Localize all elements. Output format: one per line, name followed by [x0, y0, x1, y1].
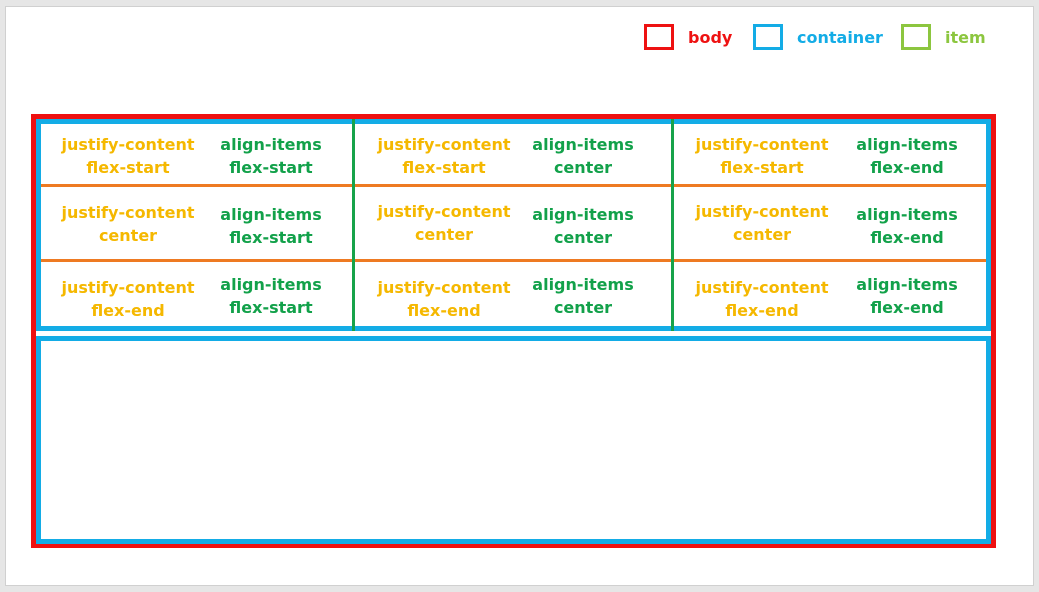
align-label-r2-c1: align-items flex-start — [210, 203, 332, 249]
body-box — [31, 114, 996, 548]
align-value: flex-start — [229, 298, 313, 317]
legend-swatch-body — [644, 24, 674, 50]
container-box-bottom — [36, 336, 991, 544]
align-label-r2-c2: align-items center — [522, 203, 644, 249]
legend-entry-container: container — [753, 24, 883, 50]
justify-value: flex-start — [86, 158, 170, 177]
row-divider-1 — [41, 184, 986, 187]
column-divider-2 — [671, 119, 674, 331]
align-property: align-items — [532, 205, 634, 224]
justify-label-r1-c2: justify-content flex-start — [374, 133, 514, 179]
justify-property: justify-content — [695, 135, 829, 154]
justify-label-r1-c1: justify-content flex-start — [58, 133, 198, 179]
align-label-r3-c1: align-items flex-start — [210, 273, 332, 319]
justify-value: flex-start — [720, 158, 804, 177]
justify-label-r3-c1: justify-content flex-end — [58, 276, 198, 322]
justify-label-r2-c3: justify-content center — [692, 200, 832, 246]
align-label-r3-c2: align-items center — [522, 273, 644, 319]
justify-label-r1-c3: justify-content flex-start — [692, 133, 832, 179]
justify-value: flex-end — [725, 301, 799, 320]
align-label-r3-c3: align-items flex-end — [846, 273, 968, 319]
legend-swatch-item — [901, 24, 931, 50]
align-property: align-items — [856, 275, 958, 294]
legend-swatch-container — [753, 24, 783, 50]
justify-value: flex-start — [402, 158, 486, 177]
justify-label-r3-c2: justify-content flex-end — [374, 276, 514, 322]
justify-property: justify-content — [377, 278, 511, 297]
justify-property: justify-content — [61, 278, 195, 297]
align-value: flex-end — [870, 158, 944, 177]
align-property: align-items — [856, 135, 958, 154]
justify-label-r3-c3: justify-content flex-end — [692, 276, 832, 322]
align-property: align-items — [220, 275, 322, 294]
align-value: center — [553, 228, 613, 247]
justify-property: justify-content — [695, 278, 829, 297]
align-property: align-items — [220, 135, 322, 154]
justify-value: center — [732, 225, 792, 244]
align-value: flex-end — [870, 228, 944, 247]
align-label-r1-c3: align-items flex-end — [846, 133, 968, 179]
align-label-r1-c1: align-items flex-start — [210, 133, 332, 179]
justify-value: center — [98, 226, 158, 245]
justify-label-r2-c1: justify-content center — [58, 201, 198, 247]
legend-label-body: body — [688, 27, 733, 47]
align-value: flex-start — [229, 228, 313, 247]
align-value: flex-end — [870, 298, 944, 317]
align-value: flex-start — [229, 158, 313, 177]
legend-label-container: container — [797, 27, 883, 47]
row-divider-2 — [41, 259, 986, 262]
align-property: align-items — [220, 205, 322, 224]
justify-value: center — [414, 225, 474, 244]
justify-property: justify-content — [377, 135, 511, 154]
legend-label-item: item — [945, 27, 986, 47]
align-label-r1-c2: align-items center — [522, 133, 644, 179]
justify-value: flex-end — [407, 301, 481, 320]
legend-entry-body: body — [644, 24, 732, 50]
align-value: center — [553, 298, 613, 317]
legend-entry-item: item — [901, 24, 986, 50]
justify-property: justify-content — [377, 202, 511, 221]
justify-property: justify-content — [61, 135, 195, 154]
container-box-top — [36, 119, 991, 331]
align-property: align-items — [532, 275, 634, 294]
align-value: center — [553, 158, 613, 177]
justify-label-r2-c2: justify-content center — [374, 200, 514, 246]
column-divider-1 — [352, 119, 355, 331]
justify-property: justify-content — [61, 203, 195, 222]
align-property: align-items — [856, 205, 958, 224]
justify-property: justify-content — [695, 202, 829, 221]
align-label-r2-c3: align-items flex-end — [846, 203, 968, 249]
slide-canvas — [5, 6, 1034, 586]
align-property: align-items — [532, 135, 634, 154]
justify-value: flex-end — [91, 301, 165, 320]
